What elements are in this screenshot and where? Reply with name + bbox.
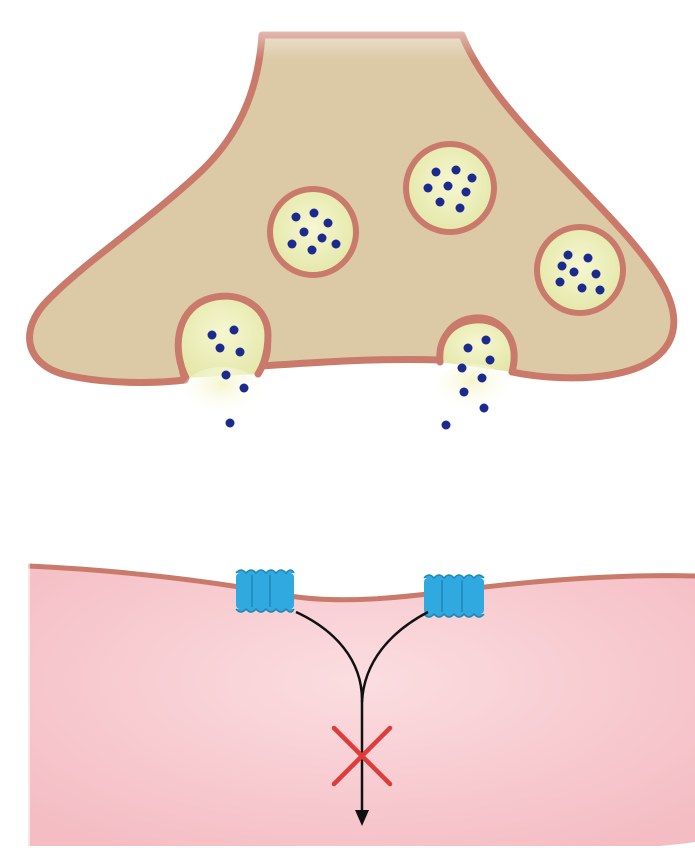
presynaptic-terminal <box>30 0 674 382</box>
postsynaptic-cell <box>0 560 695 866</box>
receptor <box>424 575 484 617</box>
vesicle <box>534 224 626 316</box>
fusing-vesicle <box>432 320 514 430</box>
fusing-vesicle <box>178 296 268 427</box>
axon-fade <box>230 0 490 60</box>
vesicle <box>403 141 497 235</box>
vesicle <box>267 186 359 278</box>
receptor <box>236 570 294 612</box>
